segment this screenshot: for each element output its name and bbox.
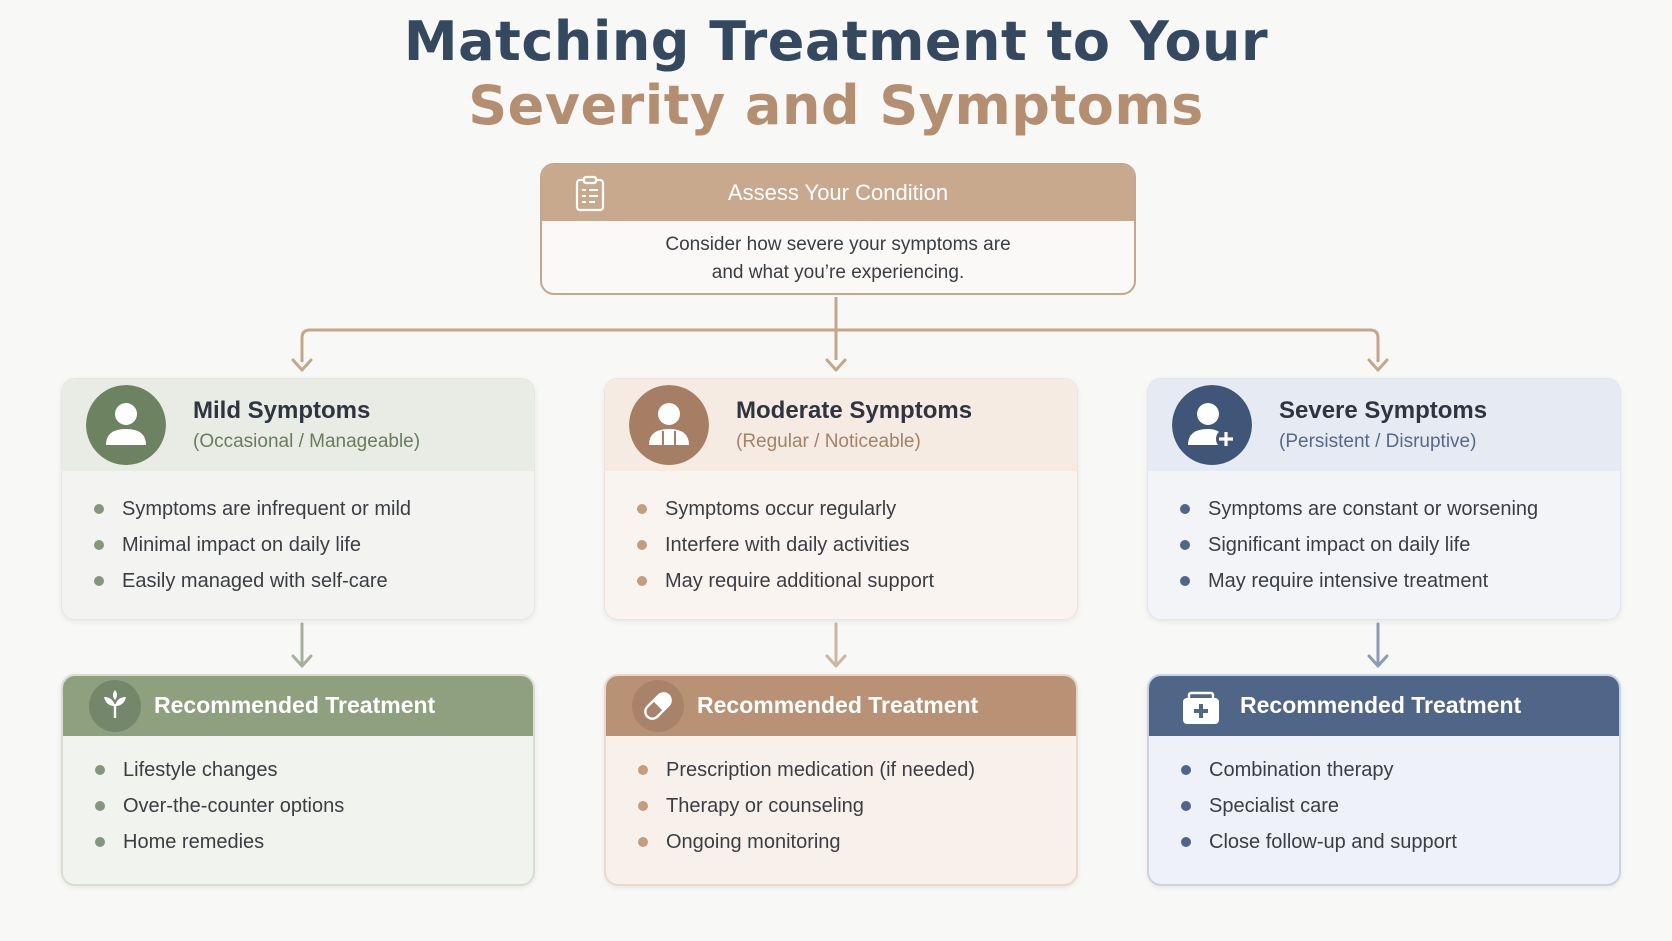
pill-icon (632, 680, 684, 732)
list-item: Interfere with daily activities (637, 527, 1077, 563)
person-icon (629, 385, 709, 465)
symptom-list: Symptoms occur regularly Interfere with … (605, 471, 1077, 599)
title-line-2: Severity and Symptoms (468, 74, 1204, 137)
list-item: Combination therapy (1181, 752, 1619, 788)
list-item: Significant impact on daily life (1180, 527, 1620, 563)
treatment-heading: Recommended Treatment (154, 692, 436, 718)
list-item: Minimal impact on daily life (94, 527, 534, 563)
severity-title: Mild Symptoms (193, 397, 371, 424)
symptom-list: Symptoms are constant or worsening Signi… (1148, 471, 1620, 599)
severity-subtitle: (Persistent / Disruptive) (1279, 431, 1477, 452)
list-item: May require intensive treatment (1180, 563, 1620, 599)
mild-symptoms-card: Mild Symptoms (Occasional / Manageable) … (61, 378, 535, 620)
list-item: Ongoing monitoring (638, 824, 1076, 860)
person-icon (86, 385, 166, 465)
moderate-treatment-card: Recommended Treatment Prescription medic… (604, 674, 1078, 886)
severe-symptoms-header: Severe Symptoms (Persistent / Disruptive… (1148, 379, 1620, 471)
list-item: Easily managed with self-care (94, 563, 534, 599)
arrow-severe-treatment (1367, 622, 1389, 668)
medical-kit-icon (1183, 691, 1219, 724)
severe-treatment-card: Recommended Treatment Combination therap… (1147, 674, 1621, 886)
moderate-symptoms-header: Moderate Symptoms (Regular / Noticeable) (605, 379, 1077, 471)
list-item: Specialist care (1181, 788, 1619, 824)
list-item: Close follow-up and support (1181, 824, 1619, 860)
mild-treatment-card: Recommended Treatment Lifestyle changes … (61, 674, 535, 886)
assess-description: Consider how severe your symptoms are an… (542, 221, 1134, 287)
arrow-head-severe (1367, 358, 1389, 372)
arrow-head-mild (291, 358, 313, 372)
arrow-moderate-treatment (825, 622, 847, 668)
symptom-list: Symptoms are infrequent or mild Minimal … (62, 471, 534, 599)
moderate-symptoms-card: Moderate Symptoms (Regular / Noticeable)… (604, 378, 1078, 620)
arrow-mild-treatment (291, 622, 313, 668)
list-item: Symptoms are constant or worsening (1180, 491, 1620, 527)
assess-heading: Assess Your Condition (727, 180, 949, 205)
treatment-header: Recommended Treatment (1149, 676, 1619, 736)
assess-line-2: and what you’re experiencing. (711, 262, 965, 283)
leaf-icon (89, 680, 141, 732)
list-item: May require additional support (637, 563, 1077, 599)
list-item: Lifestyle changes (95, 752, 533, 788)
assess-condition-box: Assess Your Condition Consider how sever… (540, 163, 1136, 295)
list-item: Home remedies (95, 824, 533, 860)
list-item: Symptoms occur regularly (637, 491, 1077, 527)
severity-subtitle: (Regular / Noticeable) (736, 431, 921, 452)
list-item: Prescription medication (if needed) (638, 752, 1076, 788)
treatment-list: Prescription medication (if needed) Ther… (606, 736, 1076, 860)
arrow-head-moderate (825, 358, 847, 372)
treatment-heading: Recommended Treatment (1240, 692, 1522, 718)
person-plus-icon (1172, 385, 1252, 465)
treatment-heading: Recommended Treatment (697, 692, 979, 718)
page-title: Matching Treatment to Your Severity and … (0, 10, 1672, 138)
treatment-list: Lifestyle changes Over-the-counter optio… (63, 736, 533, 860)
severity-title: Severe Symptoms (1279, 397, 1488, 424)
assess-line-1: Consider how severe your symptoms are (665, 234, 1011, 255)
severity-title: Moderate Symptoms (736, 397, 973, 424)
mild-symptoms-header: Mild Symptoms (Occasional / Manageable) (62, 379, 534, 471)
list-item: Symptoms are infrequent or mild (94, 491, 534, 527)
treatment-list: Combination therapy Specialist care Clos… (1149, 736, 1619, 860)
list-item: Over-the-counter options (95, 788, 533, 824)
connector-branch (300, 328, 1380, 350)
list-item: Therapy or counseling (638, 788, 1076, 824)
treatment-header: Recommended Treatment (63, 676, 533, 736)
severity-subtitle: (Occasional / Manageable) (193, 431, 421, 452)
clipboard-icon (575, 175, 605, 212)
title-line-1: Matching Treatment to Your (403, 10, 1269, 73)
treatment-header: Recommended Treatment (606, 676, 1076, 736)
assess-header: Assess Your Condition (542, 165, 1134, 221)
severe-symptoms-card: Severe Symptoms (Persistent / Disruptive… (1147, 378, 1621, 620)
